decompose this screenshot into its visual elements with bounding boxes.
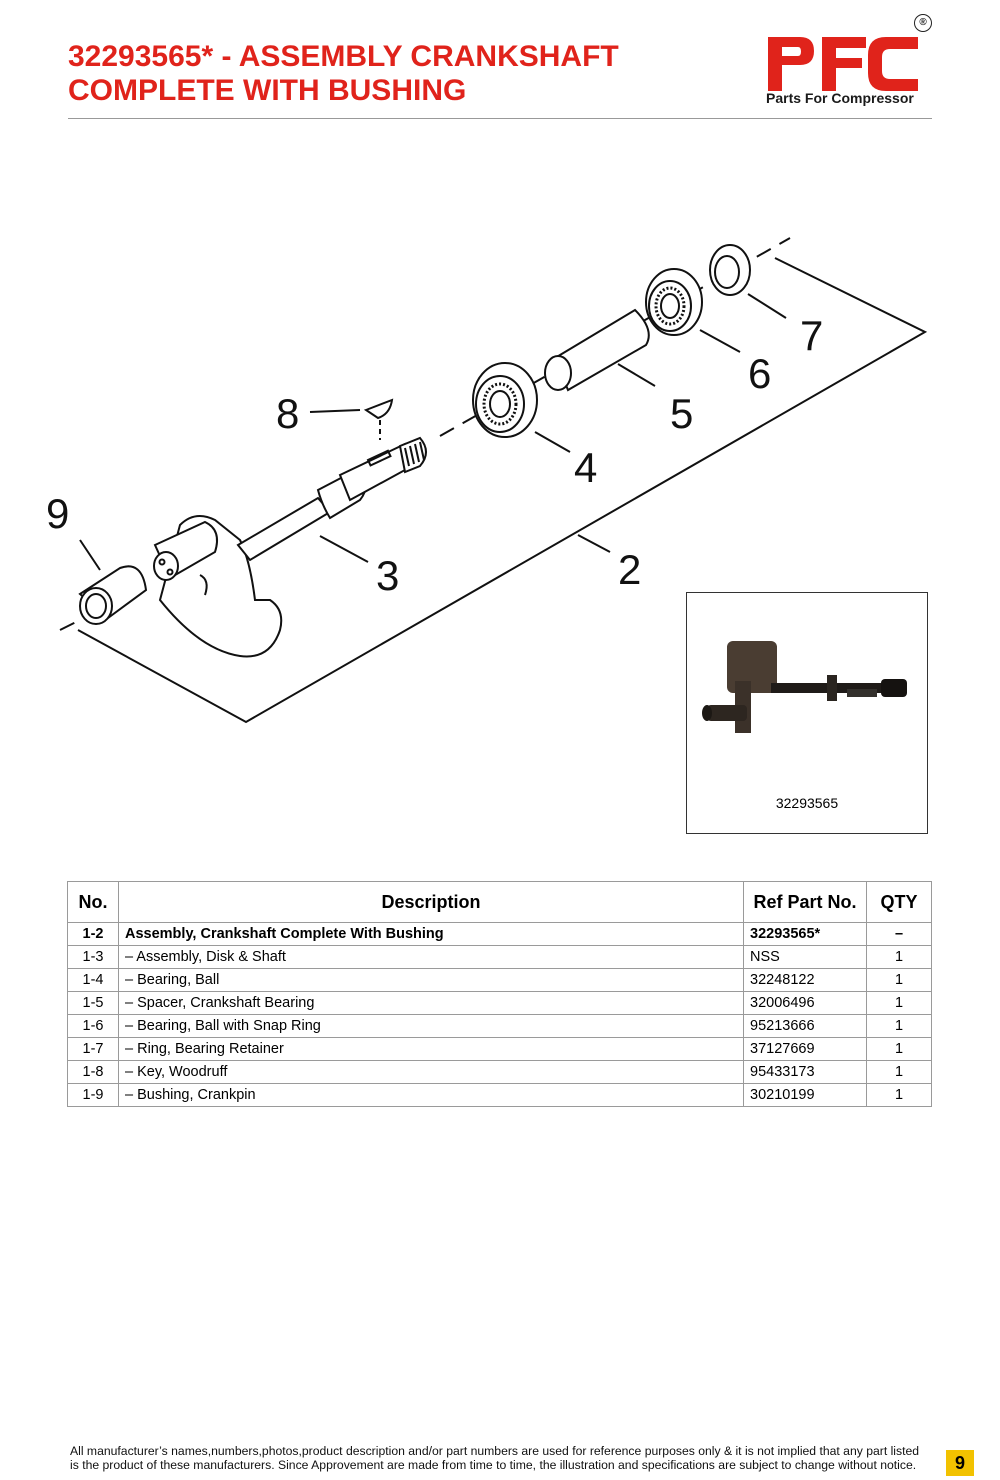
row-ref: 32293565* xyxy=(743,922,867,946)
row-qty: 1 xyxy=(866,1060,932,1084)
callout-9: 9 xyxy=(46,490,69,537)
row-no: 1-4 xyxy=(67,968,119,992)
product-photo: 32293565 xyxy=(686,592,928,834)
row-qty: 1 xyxy=(866,991,932,1015)
row-no: 1-2 xyxy=(67,922,119,946)
photo-caption: 32293565 xyxy=(775,795,839,811)
table-row: 1-4 – Bearing, Ball 32248122 1 xyxy=(67,968,932,992)
callout-4: 4 xyxy=(574,444,597,491)
row-description: – Ring, Bearing Retainer xyxy=(118,1037,744,1061)
row-description: Assembly, Crankshaft Complete With Bushi… xyxy=(118,922,744,946)
row-qty: 1 xyxy=(866,1083,932,1107)
ball-bearing-part xyxy=(472,362,538,438)
table-row: 1-6 – Bearing, Ball with Snap Ring 95213… xyxy=(67,1014,932,1038)
row-qty: 1 xyxy=(866,1014,932,1038)
row-qty: 1 xyxy=(866,1037,932,1061)
table-row: 1-5 – Spacer, Crankshaft Bearing 3200649… xyxy=(67,991,932,1015)
row-ref: 32248122 xyxy=(743,968,867,992)
page-title: 32293565* - ASSEMBLY CRANKSHAFT COMPLETE… xyxy=(68,40,708,108)
row-description: – Spacer, Crankshaft Bearing xyxy=(118,991,744,1015)
row-description: – Bearing, Ball with Snap Ring xyxy=(118,1014,744,1038)
pfc-logo: ® Parts For Compressor xyxy=(762,14,934,110)
footer-disclaimer: All manufacturer’s names,numbers,photos,… xyxy=(70,1444,940,1472)
axis-line-left xyxy=(59,619,81,631)
crankshaft-photo xyxy=(702,641,907,733)
callout-6: 6 xyxy=(748,350,771,397)
row-no: 1-3 xyxy=(67,945,119,969)
row-qty: – xyxy=(866,922,932,946)
row-ref: 32006496 xyxy=(743,991,867,1015)
row-qty: 1 xyxy=(866,968,932,992)
registered-mark: ® xyxy=(914,14,932,32)
title-line-2: COMPLETE WITH BUSHING xyxy=(68,74,467,107)
pfc-logo-mark xyxy=(768,37,918,91)
table-row: 1-8 – Key, Woodruff 95433173 1 xyxy=(67,1060,932,1084)
table-header-row: No. Description Ref Part No. QTY xyxy=(67,881,932,923)
callout-3: 3 xyxy=(376,552,399,599)
row-ref: 37127669 xyxy=(743,1037,867,1061)
callout-5: 5 xyxy=(670,390,693,437)
spacer-part xyxy=(544,308,650,392)
header-ref-part-no: Ref Part No. xyxy=(743,881,867,923)
table-row: 1-7 – Ring, Bearing Retainer 37127669 1 xyxy=(67,1037,932,1061)
table-row: 1-2 Assembly, Crankshaft Complete With B… xyxy=(67,922,932,946)
footer-line-2: is the product of these manufacturers. S… xyxy=(70,1458,917,1472)
row-no: 1-7 xyxy=(67,1037,119,1061)
header-divider xyxy=(68,118,932,119)
row-no: 1-9 xyxy=(67,1083,119,1107)
retainer-ring-part xyxy=(709,244,751,296)
row-ref: 30210199 xyxy=(743,1083,867,1107)
footer-line-1: All manufacturer’s names,numbers,photos,… xyxy=(70,1444,920,1458)
bearing-snap-ring-part xyxy=(645,268,703,336)
row-no: 1-5 xyxy=(67,991,119,1015)
woodruff-key-part xyxy=(363,398,394,440)
assembly-bracket xyxy=(77,257,928,724)
row-ref: 95433173 xyxy=(743,1060,867,1084)
header-description: Description xyxy=(118,881,744,923)
bushing-crankpin-part xyxy=(78,565,148,625)
row-description: – Assembly, Disk & Shaft xyxy=(118,945,744,969)
callout-7: 7 xyxy=(800,312,823,359)
crankshaft-disk-part xyxy=(153,436,427,658)
table-row: 1-9 – Bushing, Crankpin 30210199 1 xyxy=(67,1083,932,1107)
callout-2: 2 xyxy=(618,546,641,593)
table-row: 1-3 – Assembly, Disk & Shaft NSS 1 xyxy=(67,945,932,969)
header-qty: QTY xyxy=(866,881,932,923)
row-description: – Key, Woodruff xyxy=(118,1060,744,1084)
row-qty: 1 xyxy=(866,945,932,969)
callout-8: 8 xyxy=(276,390,299,437)
row-no: 1-8 xyxy=(67,1060,119,1084)
title-line-1: 32293565* - ASSEMBLY CRANKSHAFT xyxy=(68,40,619,73)
row-description: – Bearing, Ball xyxy=(118,968,744,992)
header-no: No. xyxy=(67,881,119,923)
row-ref: NSS xyxy=(743,945,867,969)
row-description: – Bushing, Crankpin xyxy=(118,1083,744,1107)
exploded-parts-diagram: 2 3 4 5 6 7 8 9 xyxy=(46,237,928,724)
parts-table: No. Description Ref Part No. QTY 1-2 Ass… xyxy=(67,881,932,1107)
row-ref: 95213666 xyxy=(743,1014,867,1038)
row-no: 1-6 xyxy=(67,1014,119,1038)
logo-tagline: Parts For Compressor xyxy=(766,90,914,106)
page-number: 9 xyxy=(946,1450,974,1476)
